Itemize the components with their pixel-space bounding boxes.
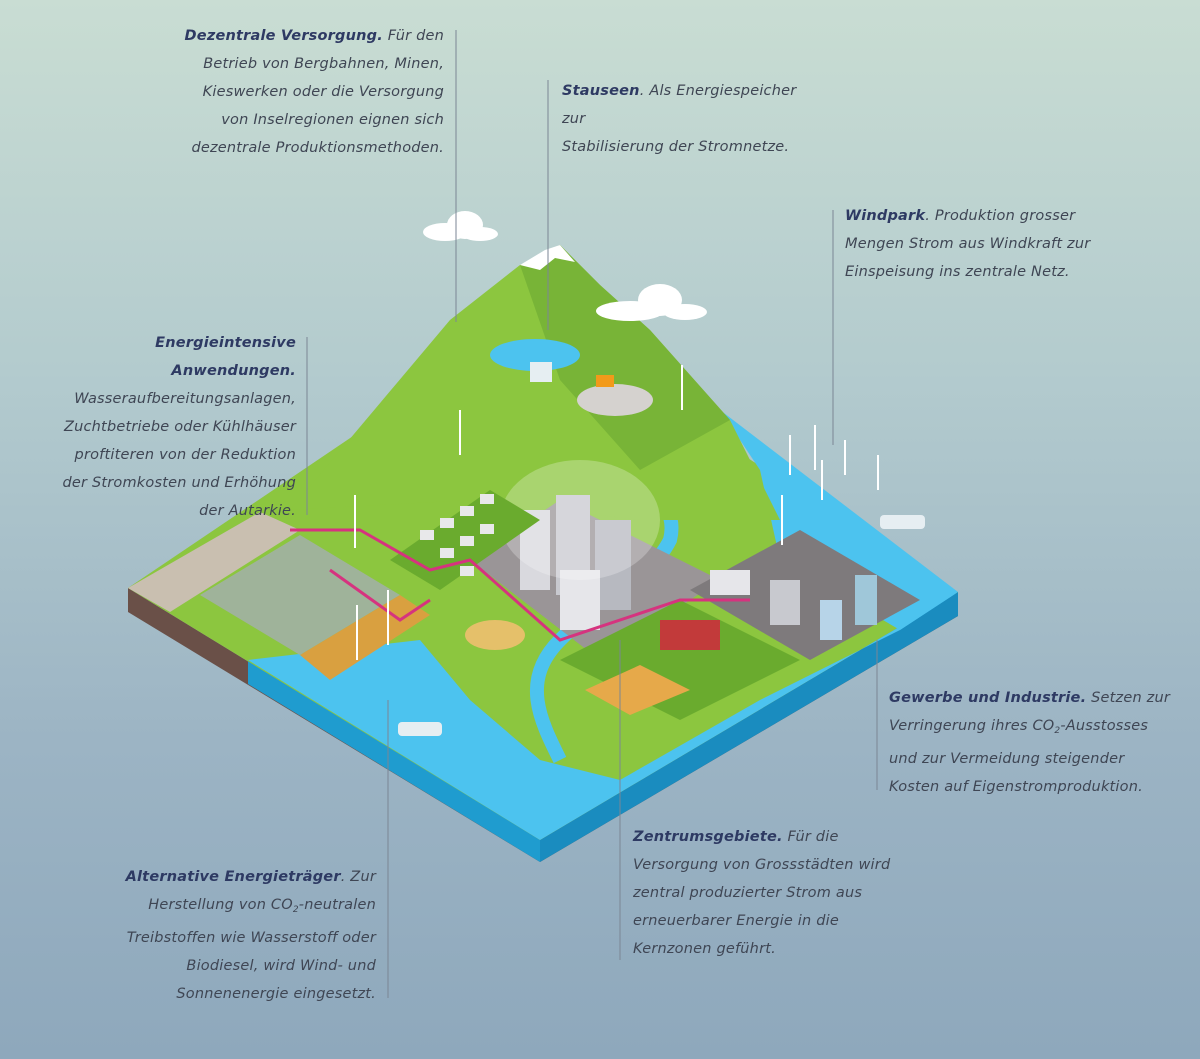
callout-text: Einspeisung ins zentrale Netz. xyxy=(845,264,1070,280)
block-side-water-front xyxy=(248,660,540,862)
callout-text: Betrieb von Bergbahnen, Minen, xyxy=(203,56,444,72)
callout-text: Für den xyxy=(382,28,444,44)
callout-title: Alternative Energieträger xyxy=(125,869,341,885)
houses xyxy=(420,494,494,576)
subscript: 2 xyxy=(292,905,299,915)
quarry-zone xyxy=(128,512,300,612)
callout-text: . Als Energiespeicher zur xyxy=(562,83,797,127)
callout-windpark: Windpark. Produktion grosser Mengen Stro… xyxy=(845,202,1105,286)
city-tower-3 xyxy=(595,520,631,610)
sand-patch xyxy=(465,620,525,650)
callout-dezentrale-versorgung: Dezentrale Versorgung. Für den Betrieb v… xyxy=(180,22,444,162)
ship-right xyxy=(880,515,925,529)
callout-text: Für die xyxy=(782,829,839,845)
callout-text: dezentrale Produktionsmethoden. xyxy=(191,140,444,156)
callout-text: Treibstoffen wie Wasserstoff oder xyxy=(126,930,376,946)
callout-title: Zentrumsgebiete. xyxy=(633,829,783,845)
callout-title: Gewerbe und Industrie. xyxy=(889,690,1087,706)
callout-text: Kieswerken oder die Versorgung xyxy=(202,84,444,100)
callout-text: Mengen Strom aus Windkraft zur xyxy=(845,236,1091,252)
callout-stauseen: Stauseen. Als Energiespeicher zur Stabil… xyxy=(562,77,822,161)
callout-text: zentral produzierter Strom aus xyxy=(633,885,863,901)
callout-text: Kernzonen geführt. xyxy=(633,941,776,957)
callout-text: Versorgung von Grossstädten wird xyxy=(633,857,891,873)
callout-text: . Produktion grosser xyxy=(925,208,1076,224)
excavator xyxy=(596,375,614,387)
ship-left xyxy=(398,722,442,736)
callout-zentrumsgebiete: Zentrumsgebiete. Für die Versorgung von … xyxy=(633,823,913,963)
callout-text: und zur Vermeidung steigender xyxy=(889,751,1125,767)
mountain-shade xyxy=(520,245,730,470)
callout-text: der Stromkosten und Erhöhung xyxy=(62,475,296,491)
callout-text: Kosten auf Eigenstromproduktion. xyxy=(889,779,1143,795)
factory-4 xyxy=(855,575,877,625)
callout-title: Stauseen xyxy=(562,83,640,99)
callout-energieintensive-anwendungen: Energieintensive Anwendungen. Wasseraufb… xyxy=(40,329,296,525)
power-grid-line-2 xyxy=(329,568,431,622)
callout-text: -neutralen xyxy=(298,897,376,913)
gravel-pit xyxy=(577,384,653,416)
dam xyxy=(530,362,552,382)
cloud-1 xyxy=(423,211,498,241)
callout-text: Wasseraufbereitungsanlagen, xyxy=(74,391,296,407)
subscript: 2 xyxy=(1054,726,1061,736)
callout-alternative-energietraeger: Alternative Energieträger. Zur Herstellu… xyxy=(110,863,376,1008)
power-grid-line xyxy=(290,528,750,642)
callout-text: proftiteren von der Reduktion xyxy=(74,447,296,463)
callout-text: -Ausstosses xyxy=(1060,718,1149,734)
callout-text: Stabilisierung der Stromnetze. xyxy=(562,139,790,155)
leader-lines xyxy=(306,30,878,998)
callout-title: Windpark xyxy=(845,208,926,224)
callout-text: Zuchtbetriebe oder Kühlhäuser xyxy=(63,419,296,435)
factory-2 xyxy=(770,580,800,625)
callout-text: Sonnenenergie eingesetzt. xyxy=(176,986,376,1002)
block-side-water-right xyxy=(540,592,958,862)
sea-right xyxy=(720,410,958,630)
callout-gewerbe-und-industrie: Gewerbe und Industrie. Setzen zur Verrin… xyxy=(889,684,1179,801)
orange-zone xyxy=(300,595,430,680)
barn xyxy=(660,620,720,650)
city-tower-4 xyxy=(560,570,600,630)
callout-title: Energieintensive Anwendungen. xyxy=(155,335,296,379)
factory-1 xyxy=(710,570,750,595)
callout-text: erneuerbarer Energie in die xyxy=(633,913,839,929)
factory-3 xyxy=(820,600,842,640)
city-glow xyxy=(500,460,660,580)
sea-front xyxy=(248,592,958,840)
callout-text: Verringerung ihres CO xyxy=(889,718,1055,734)
callout-title: Dezentrale Versorgung. xyxy=(184,28,383,44)
industry-zone xyxy=(690,530,920,660)
callout-text: Biodiesel, wird Wind- und xyxy=(186,958,376,974)
field xyxy=(585,665,690,715)
cloud-2 xyxy=(596,284,707,321)
callout-text: Setzen zur xyxy=(1086,690,1171,706)
callout-text: . Zur xyxy=(340,869,376,885)
callout-text: von Inselregionen eignen sich xyxy=(221,112,444,128)
callout-text: der Autarkie. xyxy=(199,503,296,519)
wind-turbines xyxy=(354,365,879,660)
callout-text: Herstellung von CO xyxy=(148,897,293,913)
reservoir-lake xyxy=(490,339,580,371)
